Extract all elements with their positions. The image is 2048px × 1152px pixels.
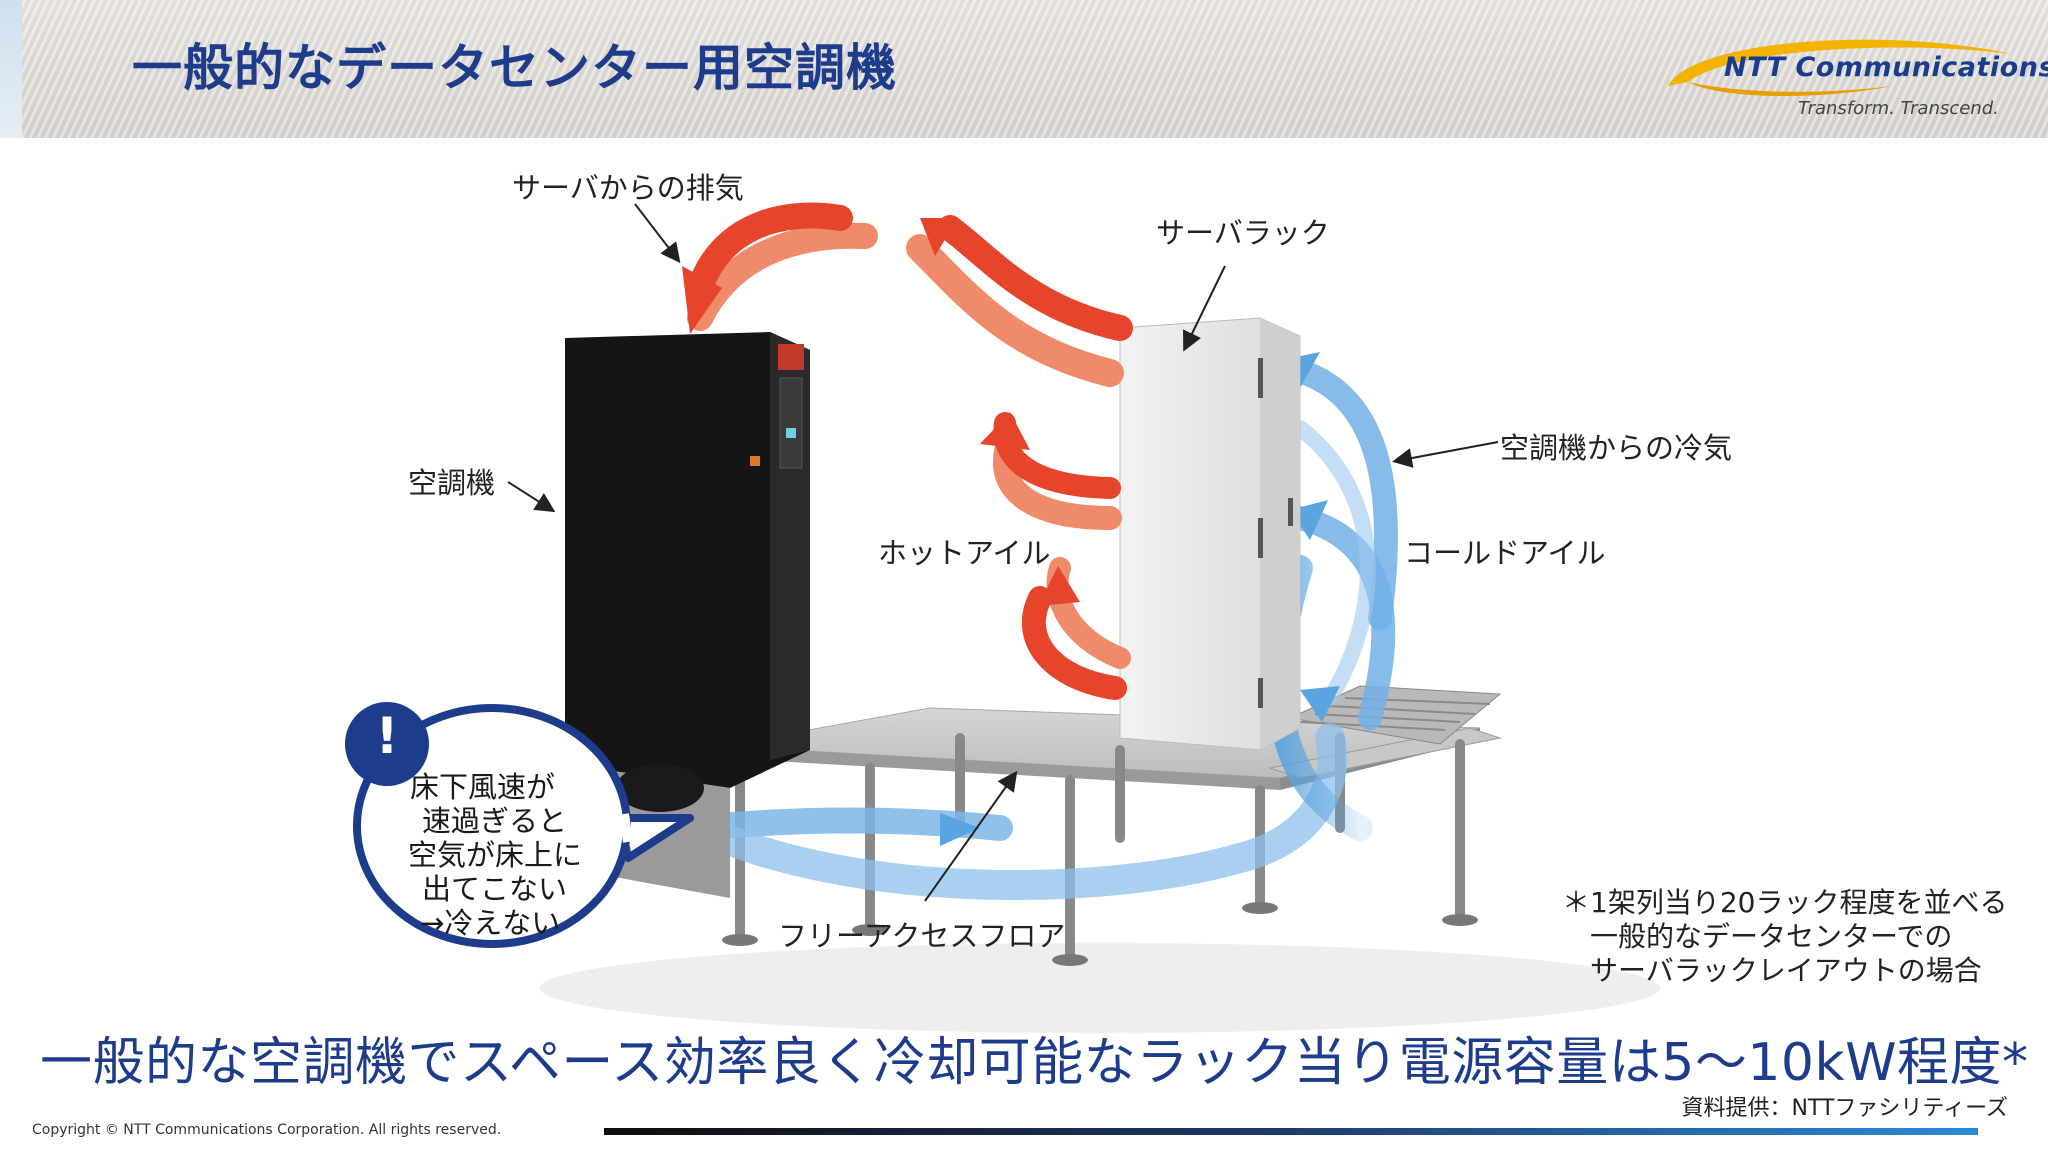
- floor-shadow: [540, 943, 1660, 1033]
- label-cooled-air: 空調機からの冷気: [1500, 431, 1733, 465]
- copyright: Copyright © NTT Communications Corporati…: [32, 1122, 502, 1138]
- label-server-rack: サーバラック: [1156, 216, 1330, 250]
- label-air-conditioner: 空調機: [408, 466, 496, 500]
- pointer-arrows: [507, 203, 1499, 902]
- warning-speech-bubble: [345, 702, 694, 948]
- label-access-floor: フリーアクセスフロア: [778, 919, 1066, 953]
- exclamation-icon-glyph: !: [375, 707, 399, 765]
- bubble-line-2: 速過ぎると: [422, 804, 568, 838]
- label-cold-aisle: コールドアイル: [1404, 536, 1606, 570]
- company-logo: NTT Communications Transform. Transcend.: [1662, 30, 2048, 126]
- bubble-line-3: 空気が床上に: [408, 838, 583, 872]
- label-hot-aisle: ホットアイル: [878, 536, 1051, 570]
- exhaust-hot-airflow: [682, 202, 1133, 700]
- footer-bar: [604, 1128, 1978, 1135]
- bubble-line-4: 出てこない: [422, 872, 568, 906]
- bubble-line-1: 床下風速が: [410, 770, 556, 804]
- logo-tagline: Transform. Transcend.: [1798, 98, 1999, 119]
- logo-swoosh-icon: [1668, 39, 2012, 97]
- server-rack: [1119, 317, 1301, 751]
- label-exhaust: サーバからの排気: [512, 171, 744, 205]
- footnote-line-2: 一般的なデータセンターでの: [1590, 920, 1953, 953]
- footnote-line-3: サーバラックレイアウトの場合: [1590, 954, 1982, 987]
- exclamation-icon: [345, 702, 429, 786]
- header-edge-accent: [0, 0, 22, 138]
- slide-title: 一般的なデータセンター用空調機: [132, 39, 897, 97]
- logo-wordmark: NTT Communications: [1724, 52, 2048, 83]
- footnote-line-1: ＊1架列当り20ラック程度を並べる: [1562, 886, 2008, 919]
- source-credit: 資料提供：NTTファシリティーズ: [1681, 1096, 2008, 1121]
- airflow-illustration: [345, 202, 1660, 1033]
- bottom-message: 一般的な空調機でスペース効率良く冷却可能なラック当り電源容量は5〜10kW程度*: [40, 1033, 2029, 1093]
- bubble-line-5: →冷えない: [420, 906, 561, 940]
- perforated-floor-tile: [1288, 685, 1502, 745]
